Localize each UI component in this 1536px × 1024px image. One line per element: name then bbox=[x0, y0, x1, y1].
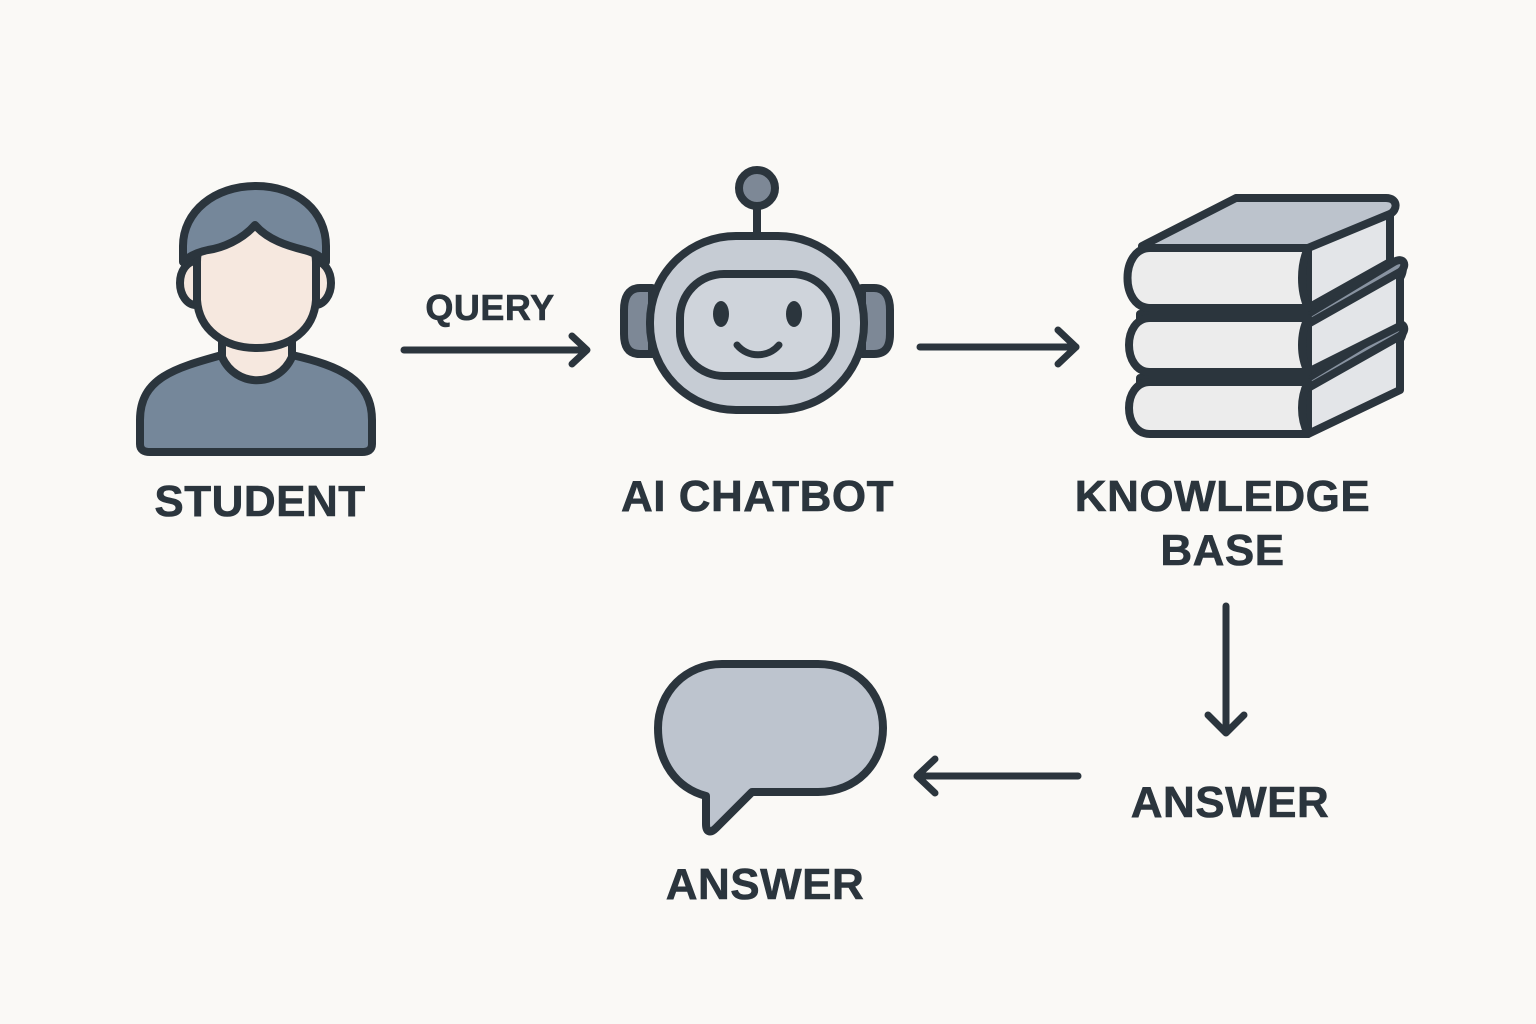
student-label: STUDENT bbox=[154, 477, 366, 527]
answer-down-arrow-head bbox=[1204, 711, 1248, 737]
deliver-answer-arrow-head bbox=[913, 755, 939, 797]
retrieve-arrow bbox=[916, 326, 1080, 368]
speech-bubble-icon bbox=[654, 660, 887, 836]
book-top-cover bbox=[1138, 194, 1400, 252]
chatbot-label: AI CHATBOT bbox=[620, 472, 895, 522]
robot-antenna-ball bbox=[735, 166, 779, 210]
book-middle bbox=[1125, 256, 1409, 376]
query-arrow bbox=[400, 332, 591, 368]
answer-step-label: ANSWER bbox=[1130, 778, 1330, 828]
retrieve-arrow-head bbox=[1054, 326, 1080, 368]
robot-smile bbox=[733, 341, 783, 359]
person-body bbox=[136, 348, 376, 456]
query-arrow-head bbox=[568, 332, 591, 368]
book-bottom-pages bbox=[1125, 378, 1312, 438]
robot-left-eye bbox=[713, 301, 729, 327]
speech-bubble bbox=[654, 660, 887, 836]
book-top-pages bbox=[1123, 244, 1312, 312]
knowledge-base-label: KNOWLEDGE BASE bbox=[1074, 472, 1371, 576]
books-stack-icon bbox=[1123, 194, 1409, 438]
robot-right-eye bbox=[786, 301, 802, 327]
robot-right-ear bbox=[858, 284, 894, 358]
person-icon bbox=[136, 182, 376, 456]
book-middle-pages bbox=[1125, 314, 1312, 376]
deliver-answer-arrow bbox=[913, 755, 1082, 797]
book-bottom bbox=[1125, 320, 1409, 438]
robot-visor bbox=[676, 270, 840, 380]
answer-bubble-label: ANSWER bbox=[665, 860, 865, 910]
robot-left-ear bbox=[620, 284, 656, 358]
book-top bbox=[1123, 194, 1400, 312]
person-hair bbox=[179, 182, 330, 266]
robot-icon bbox=[620, 166, 894, 414]
query-edge-label: QUERY bbox=[425, 287, 555, 328]
answer-down-arrow bbox=[1204, 602, 1248, 737]
